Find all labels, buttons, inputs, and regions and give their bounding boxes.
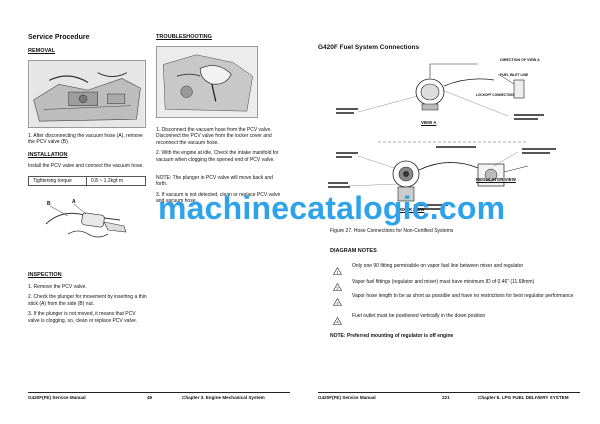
figure-caption: Figure 27. Hose Connections for Non-Cert… (330, 228, 454, 234)
footer-chapter: Chapter 3. Engine Mechanical System (182, 395, 265, 400)
footer-chapter-right: Chapter 6. LPG FUEL DELIVERY SYSTEM (478, 395, 569, 400)
diagram-label-regulator-view: REGULATOR VIEW (476, 177, 516, 182)
fuel-system-diagram (318, 56, 576, 226)
note-2-warning-icon: 2 (332, 278, 343, 296)
page-number-right: 221 (442, 395, 450, 400)
note-2-number: 2 (336, 286, 339, 291)
troubleshooting-figure (156, 46, 258, 118)
list-item: 2. Check the plunger for movement by ins… (28, 294, 147, 307)
troubleshooting-title: TROUBLESHOOTING (156, 34, 212, 40)
page-number: 49 (147, 395, 153, 400)
troubleshooting-step-3: 3. If vacuum is not detected, clean or r… (156, 192, 281, 205)
note-2-text: Vapor fuel fittings (regulator and mixer… (352, 279, 535, 285)
note-3-number: 3 (336, 301, 339, 306)
footer-manual-title-right: G420F(FE) Service Manual (318, 395, 376, 400)
installation-title: INSTALLATION (28, 152, 68, 158)
figure-label-a: A (72, 199, 76, 205)
diagram-label-direction: DIRECTION OF VIEW A (500, 58, 540, 62)
note-1-text: Only one 90 fitting permissible on vapor… (352, 263, 524, 269)
inspection-title: INSPECTION (28, 272, 62, 278)
removal-figure (28, 60, 146, 128)
note-1-number: 1 (336, 270, 339, 275)
note-3-warning-icon: 3 (332, 293, 343, 311)
diagram-label-mixer-view: MIXER VIEW (398, 207, 425, 212)
figure-label-b: B (47, 201, 51, 207)
service-procedure-heading: Service Procedure (28, 34, 90, 41)
pcv-valve-figure (28, 194, 146, 244)
list-item: 2. With the engine at idle, Check the in… (156, 150, 279, 163)
footer-rule (28, 392, 290, 393)
troubleshooting-note: NOTE: The plunger in PCV valve will move… (156, 175, 273, 188)
engine-photo-illustration (29, 61, 145, 127)
pcv-valve-illustration (45, 203, 127, 238)
footer-rule-right (318, 392, 580, 393)
installation-text: Install the PCV valve and connect the va… (28, 163, 144, 169)
note-3-text: Vapor hose length to be as short as poss… (352, 293, 574, 299)
removal-title: REMOVAL (28, 48, 56, 54)
list-item: 1. Remove the PCV valve. (28, 284, 87, 290)
diagram-notes-title: DIAGRAM NOTES (330, 248, 377, 254)
torque-value: 0.8 ~ 1.2kgf·m (86, 176, 146, 186)
hand-on-hose-illustration (157, 47, 257, 117)
inspection-steps: 1. Remove the PCV valve. 2. Check the pl… (28, 284, 148, 328)
note-4-text: Fuel outlet must be positioned verticall… (352, 313, 486, 319)
regulator-mounting-note: NOTE: Preferred mounting of regulator is… (330, 333, 454, 339)
note-4-warning-icon: 4 (332, 312, 343, 330)
troubleshooting-steps: 1. Disconnect the vacuum hose from the P… (156, 127, 282, 167)
note-4-number: 4 (336, 320, 339, 325)
fuel-system-title: G420F Fuel System Connections (318, 44, 420, 51)
diagram-label-view-a: VIEW A (421, 120, 437, 125)
fuel-connections-drawing (328, 63, 556, 210)
watermark: machinecatalogic.com (158, 190, 506, 226)
torque-label: Tightening torque (28, 176, 87, 186)
diagram-label-fuel-inlet: FUEL INLET LINE (500, 73, 529, 77)
list-item: 3. If the plunger is not moved, it means… (28, 311, 138, 324)
torque-table: Tightening torque 0.8 ~ 1.2kgf·m (28, 176, 146, 186)
list-item: 1. Disconnect the vacuum hose from the P… (156, 127, 272, 146)
removal-step: 1. After disconnecting the vacuum hose (… (28, 133, 143, 146)
table-row: Tightening torque 0.8 ~ 1.2kgf·m (28, 176, 146, 186)
footer-manual-title: G420F(FE) Service Manual (28, 395, 86, 400)
note-1-warning-icon: 1 (332, 262, 343, 280)
diagram-label-lockoff: LOCKOFF CONNECTION (476, 93, 514, 97)
